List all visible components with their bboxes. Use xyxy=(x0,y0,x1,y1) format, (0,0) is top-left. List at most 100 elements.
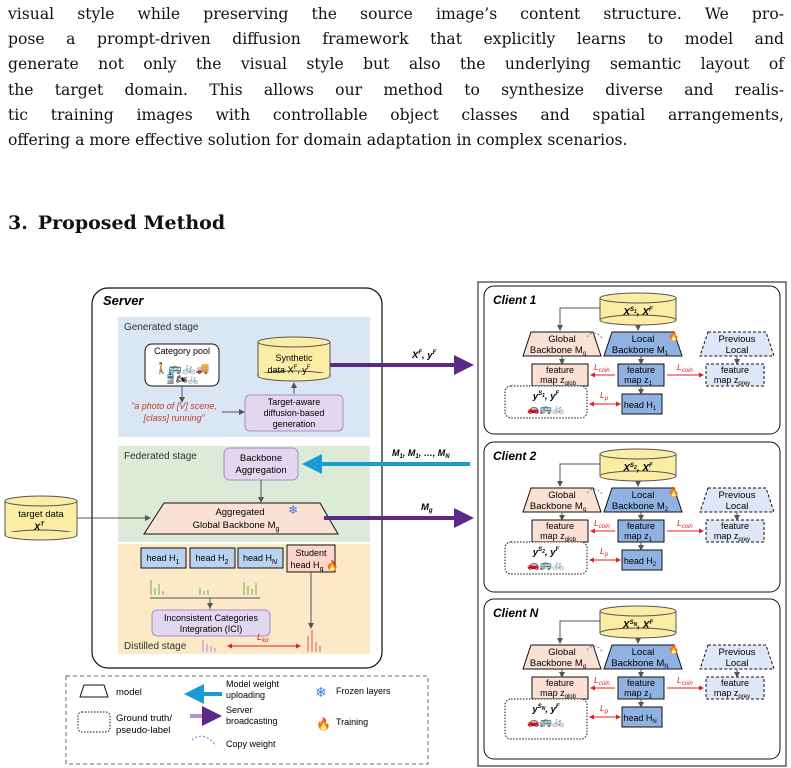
method-figure: Server Generated stage Category pool 🚶🚌🚲… xyxy=(4,281,787,767)
svg-text:Previous: Previous xyxy=(719,490,756,501)
paragraph-line: generate not only the visual style but a… xyxy=(8,55,784,74)
aggregated-global-backbone xyxy=(143,502,339,535)
client-data-label: XS2, XF xyxy=(622,463,653,474)
head-output-bars xyxy=(150,580,257,595)
legend-copy-arrow xyxy=(191,735,217,747)
svg-text:Local: Local xyxy=(632,334,655,345)
client-global-backbone xyxy=(522,487,602,513)
client-data-label: XSN, XF xyxy=(622,620,654,631)
svg-text:Backbone M1: Backbone M1 xyxy=(612,345,669,357)
legend-model-shape xyxy=(79,684,109,698)
paragraph-line: the target domain. This allows our metho… xyxy=(8,80,784,99)
flame-icon: 🔥 xyxy=(316,717,331,731)
synthetic-data-cylinder: Synthetic data XF, yF xyxy=(257,336,331,382)
snowflake-icon: ❄ xyxy=(315,684,327,700)
svg-text:feature: feature xyxy=(721,521,749,531)
svg-text:Lcoin: Lcoin xyxy=(677,518,693,530)
svg-text:Inconsistent Categories: Inconsistent Categories xyxy=(164,613,259,623)
client-local-backbone xyxy=(603,487,683,513)
svg-text:Target-aware: Target-aware xyxy=(268,397,321,407)
client-title: Client N xyxy=(493,606,539,620)
svg-text:feature: feature xyxy=(627,678,655,688)
generated-stage-label: Generated stage xyxy=(124,322,199,333)
svg-text:map zglob: map zglob xyxy=(540,375,577,387)
ici-output-bars xyxy=(202,640,216,652)
client-previous-local xyxy=(699,331,775,357)
svg-text:🚗🚌🚲: 🚗🚌🚲 xyxy=(527,404,564,415)
svg-text:head HN: head HN xyxy=(243,553,277,566)
distilled-stage-label: Distilled stage xyxy=(124,641,187,652)
client-data-label: XS1, XF xyxy=(622,307,653,318)
prompt-line-2: [class] running” xyxy=(142,413,205,423)
svg-text:head H2: head H2 xyxy=(196,553,229,566)
svg-text:Global Backbone Mg: Global Backbone Mg xyxy=(193,520,280,533)
client-previous-local xyxy=(699,487,775,513)
svg-text:diffusion-based: diffusion-based xyxy=(264,408,325,418)
student-head-box xyxy=(286,544,336,573)
paragraph-line: offering a more effective solution for d… xyxy=(8,131,628,150)
svg-text:head H1: head H1 xyxy=(624,400,657,412)
svg-text:head H2: head H2 xyxy=(624,556,657,568)
lkd-label: Lkd xyxy=(257,632,269,644)
svg-text:Lp: Lp xyxy=(600,390,609,402)
svg-text:head Hg: head Hg xyxy=(291,560,324,573)
svg-text:pseudo-label: pseudo-label xyxy=(116,725,170,736)
svg-text:Local: Local xyxy=(632,490,655,501)
svg-text:feature: feature xyxy=(546,521,574,531)
flame-icon: 🔥 xyxy=(326,559,338,572)
svg-text:feature: feature xyxy=(627,365,655,375)
svg-text:map zglob: map zglob xyxy=(540,688,577,700)
client-title: Client 1 xyxy=(493,293,537,307)
svg-text:Copy weight: Copy weight xyxy=(226,739,276,749)
ici-box xyxy=(151,609,271,637)
svg-text:feature: feature xyxy=(546,678,574,688)
svg-text:Lp: Lp xyxy=(600,703,609,715)
svg-text:Lp: Lp xyxy=(600,546,609,558)
svg-text:head H1: head H1 xyxy=(147,553,180,566)
svg-text:Backbone M2: Backbone M2 xyxy=(612,501,669,513)
svg-text:Training: Training xyxy=(336,717,368,727)
category-pool-label: Category pool xyxy=(154,346,210,356)
svg-text:Integration (ICI): Integration (ICI) xyxy=(180,624,243,634)
svg-text:Frozen layers: Frozen layers xyxy=(336,686,391,696)
paragraph-line: visual style while preserving the source… xyxy=(8,5,784,23)
prompt-line-1: “a photo of [V] scene, xyxy=(131,401,217,411)
client-global-backbone xyxy=(522,331,602,357)
svg-text:target data: target data xyxy=(18,509,64,520)
federated-stage-label: Federated stage xyxy=(124,451,197,462)
legend-gt-shape xyxy=(77,711,111,733)
svg-text:Previous: Previous xyxy=(719,334,756,345)
svg-text:Global: Global xyxy=(548,647,575,658)
svg-text:Aggregated: Aggregated xyxy=(215,507,264,518)
svg-text:Model weight: Model weight xyxy=(226,679,280,689)
flame-icon: 🔥 xyxy=(668,643,679,654)
svg-text:Backbone Mg: Backbone Mg xyxy=(530,658,586,670)
legend: model Ground truth/ pseudo-label Model w… xyxy=(65,675,429,765)
svg-text:Lcoin: Lcoin xyxy=(594,362,610,374)
paragraph-line: pose a prompt-driven diffusion framework… xyxy=(8,30,784,49)
svg-text:Lcoin: Lcoin xyxy=(677,675,693,687)
client-local-backbone xyxy=(603,331,683,357)
target-data-cylinder: target data XT xyxy=(4,495,78,541)
svg-text:Local: Local xyxy=(726,501,749,512)
svg-text:Lcoin: Lcoin xyxy=(677,362,693,374)
svg-text:map z1: map z1 xyxy=(624,375,653,387)
svg-text:map zglob: map zglob xyxy=(540,531,577,543)
category-icons: 🚶🚌🚲🚚 xyxy=(155,362,210,375)
snowflake-icon: ❄ xyxy=(288,503,298,517)
client-global-backbone xyxy=(522,644,602,670)
svg-text:feature: feature xyxy=(721,365,749,375)
svg-text:uploading: uploading xyxy=(226,690,265,700)
category-icons-row2: 🚆🏍🚲 xyxy=(165,373,199,384)
svg-text:Aggregation: Aggregation xyxy=(235,465,286,476)
svg-text:Synthetic: Synthetic xyxy=(275,353,313,363)
svg-text:Backbone Mg: Backbone Mg xyxy=(530,501,586,513)
server-panel: Server Generated stage Category pool 🚶🚌🚲… xyxy=(91,287,383,669)
section-number: 3. xyxy=(8,212,28,234)
client-heads: head H1 head H2 head HN xyxy=(140,547,284,569)
svg-text:feature: feature xyxy=(546,365,574,375)
legend-model-label: model xyxy=(116,687,142,698)
weights-label: M1, M1, …, MN xyxy=(392,448,450,460)
